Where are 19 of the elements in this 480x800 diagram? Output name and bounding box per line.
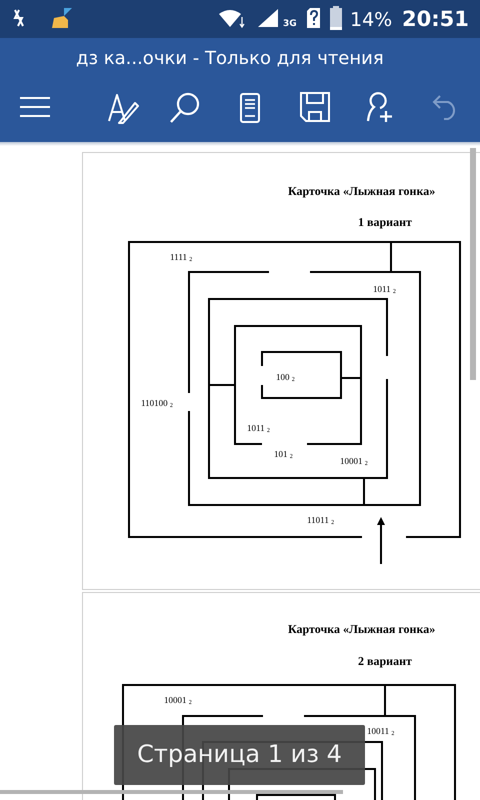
clock-time: 20:51 [402, 7, 469, 31]
maze-number: 101 $_{2}$ [274, 450, 293, 460]
maze-number: 1011 $_{2}$ [247, 424, 270, 434]
network-type: 3G [283, 19, 297, 29]
maze-number: 10001 $_{2}$ [164, 696, 192, 706]
battery-percentage: 14% [350, 9, 392, 31]
maze-number: 10001 $_{2}$ [340, 457, 368, 467]
maze-number: 100 $_{2}$ [276, 373, 295, 383]
document-title: дз ка...очки - Только для чтения [76, 48, 384, 69]
variant-heading: 2 вариант [358, 655, 412, 667]
maze-number: 1111 $_{2}$ [170, 253, 192, 263]
maze-number: 110100 $_{2}$ [141, 399, 173, 409]
page-indicator-toast: Страница 1 из 4 [114, 725, 365, 785]
card-heading: Карточка «Лыжная гонка» [288, 185, 436, 197]
variant-heading: 1 вариант [358, 216, 412, 228]
maze-number: 11011 $_{2}$ [307, 516, 334, 526]
maze-number: 10011 $_{2}$ [367, 727, 394, 737]
maze-number: 1011 $_{2}$ [373, 285, 396, 295]
card-heading: Карточка «Лыжная гонка» [288, 623, 436, 635]
